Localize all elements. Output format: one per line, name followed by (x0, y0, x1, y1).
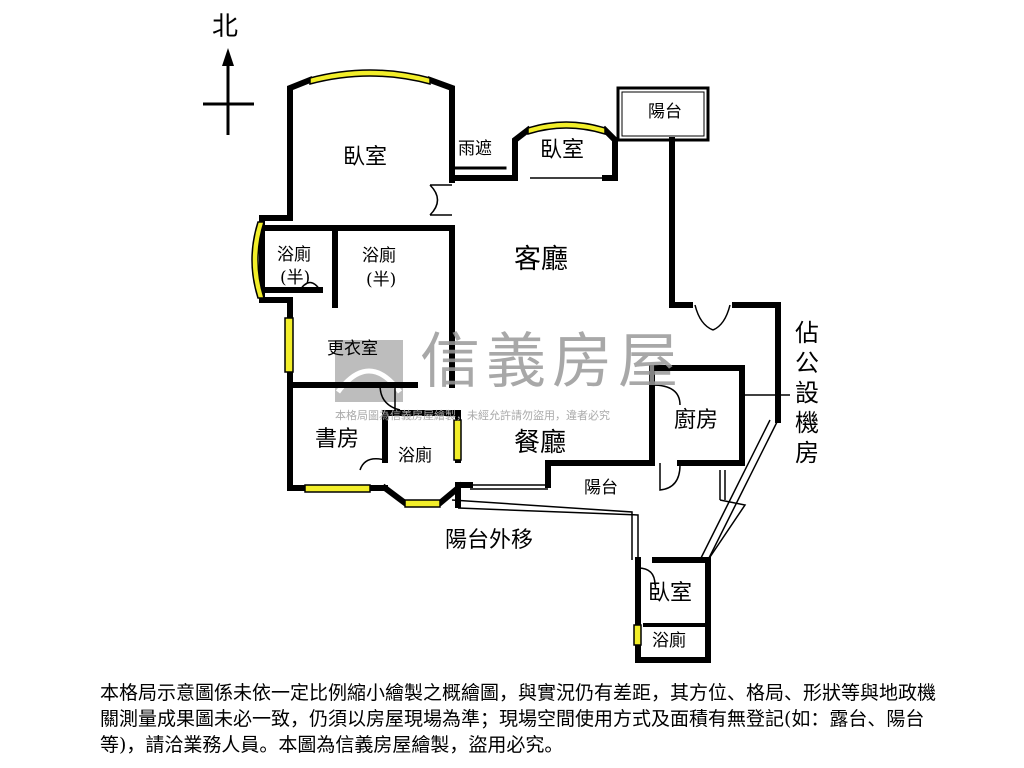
north-label: 北 (212, 12, 239, 42)
watermark-brand: 信義房屋 (420, 327, 684, 397)
room-bedroom-small: 臥室 (540, 138, 585, 163)
room-balcony-top: 陽台 (648, 102, 682, 122)
room-half-bath-1: 浴廁 (277, 245, 311, 265)
room-rain-shelter: 雨遮 (458, 139, 492, 159)
windows (251, 69, 642, 646)
room-kitchen: 廚房 (674, 408, 719, 433)
room-study: 書房 (315, 427, 360, 452)
room-dining: 餐廳 (514, 428, 567, 458)
watermark-notice: 本格局圖為信義房屋繪製，未經允許請勿盜用，違者必究 (335, 409, 610, 422)
room-bedroom-main: 臥室 (343, 145, 388, 170)
room-half-bath-1-sub: (半) (280, 268, 311, 288)
room-bathroom: 浴廁 (398, 446, 432, 466)
room-balcony-moved: 陽台外移 (445, 528, 534, 553)
room-half-bath-2-sub: (半) (366, 270, 397, 290)
room-utility: 佔公設機房 (795, 319, 819, 467)
compass-icon (203, 48, 254, 135)
room-bedroom-bottom: 臥室 (648, 581, 693, 606)
room-bathroom-bottom: 浴廁 (652, 631, 686, 651)
room-living: 客廳 (514, 244, 568, 275)
room-half-bath-2: 浴廁 (362, 246, 396, 266)
room-balcony-bottom: 陽台 (584, 478, 618, 498)
disclaimer-text: 本格局示意圖係未依一定比例縮小繪製之概繪圖，與實況仍有差距，其方位、格局、形狀等… (100, 682, 937, 756)
room-closet: 更衣室 (327, 339, 378, 359)
